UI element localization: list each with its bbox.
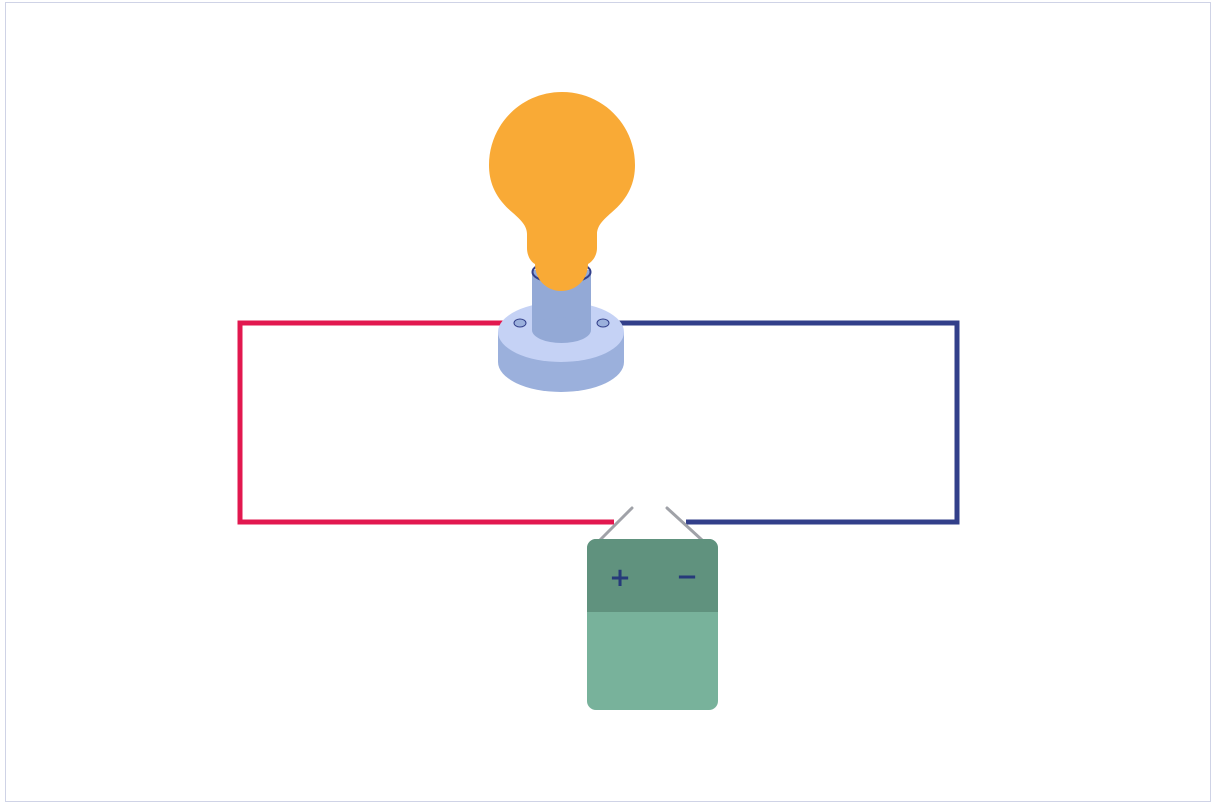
battery[interactable]: + − <box>587 539 718 710</box>
battery-cap <box>587 539 718 612</box>
negative-clip-lead <box>665 506 704 542</box>
negative-wire[interactable] <box>598 320 960 525</box>
light-bulb[interactable] <box>489 92 635 291</box>
positive-clip-lead <box>598 506 634 542</box>
socket-contact-left <box>513 318 527 328</box>
positive-wire[interactable] <box>237 320 614 525</box>
positive-terminal-label: + <box>609 563 631 593</box>
negative-terminal-label: − <box>676 562 698 592</box>
socket-contact-right <box>596 318 610 328</box>
